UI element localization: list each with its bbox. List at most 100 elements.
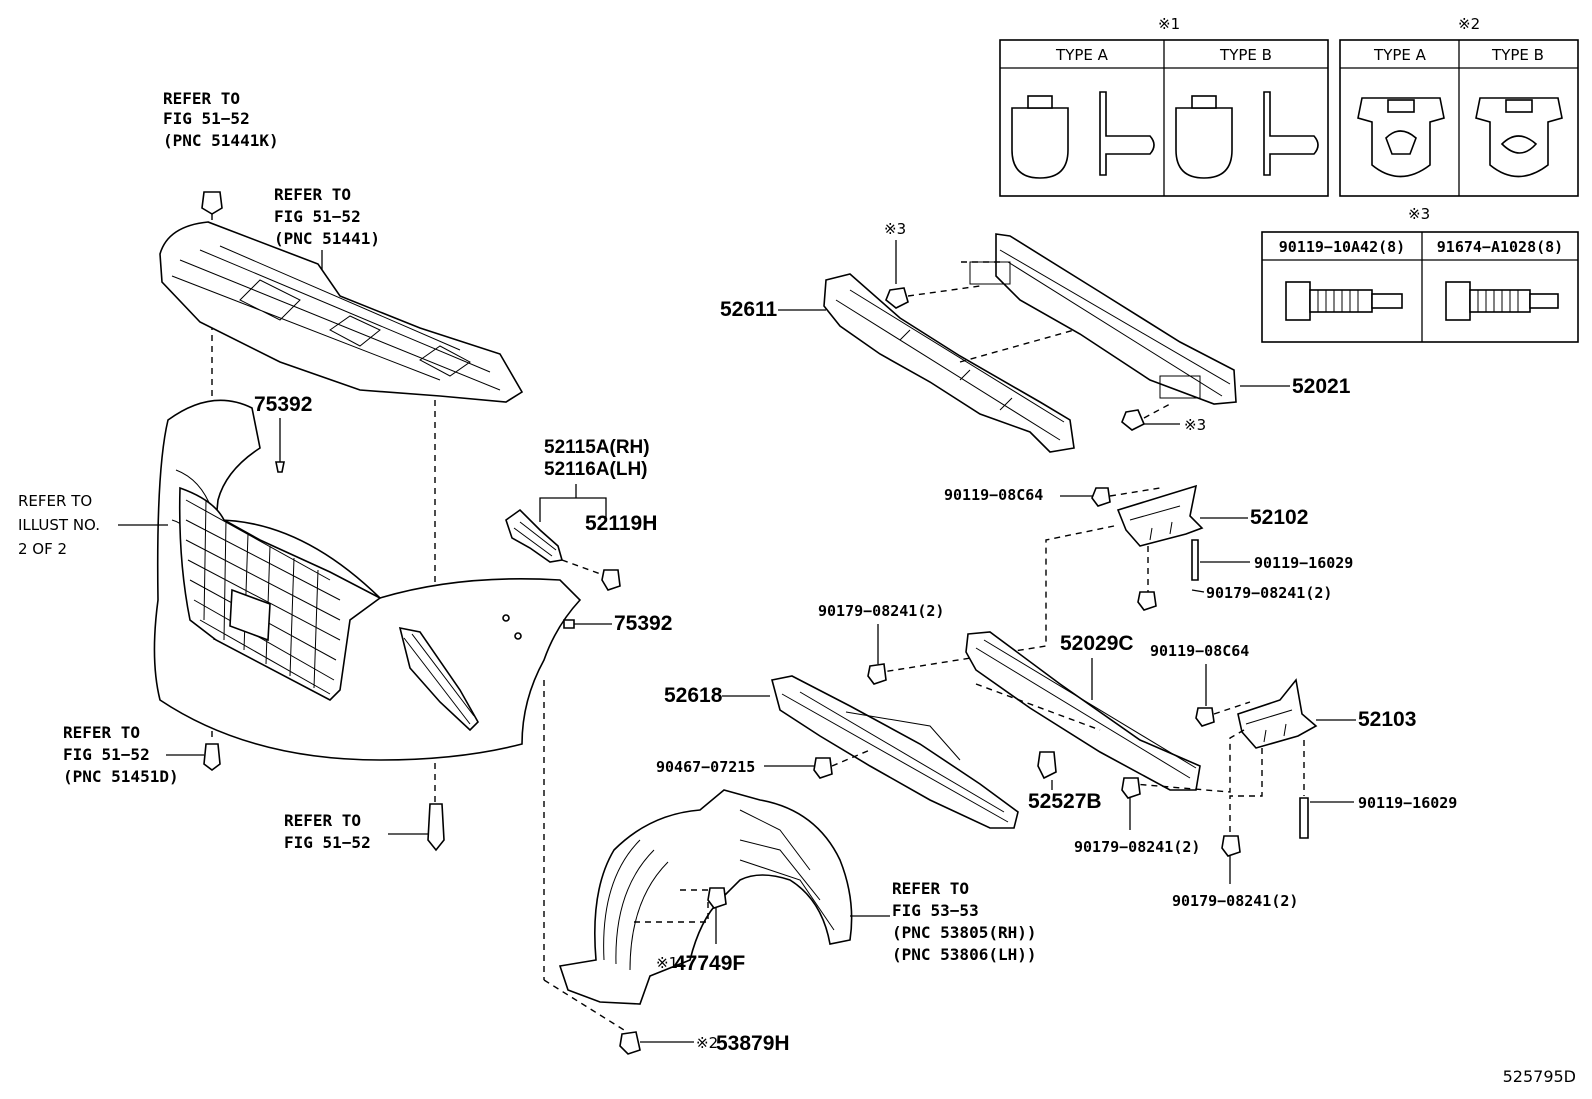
nut-90179-b-icon [867, 663, 887, 685]
part-53879h-label: 53879H [716, 1032, 790, 1055]
svg-text:REFER TO: REFER TO [18, 492, 92, 510]
part-52102-label: 52102 [1250, 506, 1308, 529]
svg-text:FIG 51−52: FIG 51−52 [163, 109, 250, 128]
grille-part [178, 486, 382, 701]
svg-text:ILLUST NO.: ILLUST NO. [18, 516, 100, 534]
svg-text:FIG 53−53: FIG 53−53 [892, 901, 979, 920]
upper-cover-part [159, 221, 524, 403]
callout-ref-51441k: REFER TO FIG 51−52 (PNC 51441K) [163, 89, 279, 150]
callout-ref-5353: REFER TO FIG 53−53 (PNC 53805(RH)) (PNC … [892, 879, 1037, 964]
part-75392-label-a: 75392 [254, 393, 312, 416]
svg-text:(PNC 51441): (PNC 51441) [274, 229, 380, 248]
svg-text:FIG 51−52: FIG 51−52 [63, 745, 150, 764]
bolt-90119-08c64-a-icon [1091, 487, 1111, 507]
nut-90179-d-icon [1221, 835, 1241, 857]
bolt-note3-top-icon [885, 287, 909, 309]
svg-text:(PNC 51451D): (PNC 51451D) [63, 767, 179, 786]
absorber-52618-part [771, 675, 1019, 829]
clip-52527b-icon [1037, 751, 1057, 780]
legend-note1-mark: ※1 [1158, 15, 1180, 33]
clip-51441k-icon [201, 191, 223, 215]
bolt-2-icon [1445, 281, 1559, 321]
clip-type-a-front-icon [1011, 107, 1069, 179]
svg-text:REFER TO: REFER TO [892, 879, 969, 898]
mark-2: ※2 [696, 1034, 718, 1052]
part-90179-a-label: 90179−08241(2) [1206, 584, 1332, 602]
legend-note1-type-a: TYPE A [1055, 46, 1109, 64]
part-52029c-label: 52029C [1060, 632, 1134, 655]
bracket-52103-part [1237, 678, 1318, 749]
legend-note2-type-b: TYPE B [1491, 46, 1544, 64]
svg-text:REFER TO: REFER TO [163, 89, 240, 108]
fog-bezel-part [398, 626, 479, 732]
svg-text:2 OF 2: 2 OF 2 [18, 540, 67, 558]
legend-note3: ※3 90119−10A42(8) 91674−A1028(8) [1261, 205, 1579, 343]
clip-51451d-icon [203, 743, 221, 771]
note3-top-mark: ※3 [884, 220, 906, 238]
bolt-90119-16029-a-icon [1191, 539, 1199, 581]
legend-note2: ※2 TYPE A TYPE B [1339, 15, 1579, 197]
legend-note2-type-a: TYPE A [1373, 46, 1427, 64]
part-52618-label: 52618 [664, 684, 723, 707]
part-52119h-label: 52119H [585, 512, 657, 535]
svg-text:(PNC 53806(LH)): (PNC 53806(LH)) [892, 945, 1037, 964]
reinforcement-52021-part [969, 233, 1237, 405]
beam-52029c-part [965, 631, 1201, 791]
bumper-cover-part [153, 399, 582, 761]
legend-note3-box [1261, 231, 1579, 343]
part-52527b-label: 52527B [1028, 790, 1102, 813]
clip-5152-icon [427, 803, 445, 852]
clip-type-a-side-icon [1099, 91, 1155, 176]
part-52116a-label: 52116A(LH) [544, 459, 648, 480]
legend-note1-type-b: TYPE B [1219, 46, 1272, 64]
svg-text:(PNC 51441K): (PNC 51441K) [163, 131, 279, 150]
bolt-1-icon [1285, 281, 1403, 321]
svg-text:(PNC 53805(RH)): (PNC 53805(RH)) [892, 923, 1037, 942]
bolt-2-code: 91674−A1028(8) [1437, 238, 1563, 256]
part-52611-label: 52611 [720, 298, 778, 321]
part-47749f-label: 47749F [674, 952, 745, 975]
clip-53879h-icon [619, 1031, 641, 1055]
part-90179-d-label: 90179−08241(2) [1172, 892, 1298, 910]
legend-note1: ※1 TYPE A TYPE B [999, 15, 1329, 197]
legend-note3-mark: ※3 [1408, 205, 1430, 223]
bolt-note3-right-icon [1121, 409, 1146, 431]
part-90119-16029-a-label: 90119−16029 [1254, 554, 1353, 572]
part-90467-label: 90467−07215 [656, 758, 755, 776]
svg-text:FIG 51−52: FIG 51−52 [284, 833, 371, 852]
bracket-52102-part [1116, 484, 1204, 547]
legend-note2-mark: ※2 [1458, 15, 1480, 33]
bolt-1-code: 90119−10A42(8) [1279, 238, 1405, 256]
part-90179-c-label: 90179−08241(2) [1074, 838, 1200, 856]
bolt-90119-08c64-b-icon [1195, 707, 1215, 727]
clip-47749f-icon [707, 887, 727, 909]
nut-90179-c-icon [1121, 777, 1141, 799]
clip-90467-icon [813, 757, 833, 779]
clip-type-b-front-icon [1175, 107, 1233, 179]
part-52021-label: 52021 [1292, 375, 1351, 398]
bracket-52115a-part [505, 508, 564, 563]
callout-ref-illust: REFER TO ILLUST NO. 2 OF 2 [18, 492, 100, 558]
part-75392-label-b: 75392 [614, 612, 672, 635]
svg-text:REFER TO: REFER TO [274, 185, 351, 204]
part-90179-b-label: 90179−08241(2) [818, 602, 944, 620]
callout-ref-51441: REFER TO FIG 51−52 (PNC 51441) [274, 185, 380, 248]
callout-ref-5152: REFER TO FIG 51−52 [284, 811, 371, 852]
part-90119-16029-b-label: 90119−16029 [1358, 794, 1457, 812]
diagram-code: 525795D [1503, 1067, 1576, 1086]
nut-90179-a-icon [1137, 591, 1157, 611]
svg-text:REFER TO: REFER TO [63, 723, 140, 742]
clip-52119h-icon [601, 569, 621, 591]
svg-text:FIG 51−52: FIG 51−52 [274, 207, 361, 226]
part-52103-label: 52103 [1358, 708, 1416, 731]
part-90119-08c64-a-label: 90119−08C64 [944, 486, 1043, 504]
part-52115a-label: 52115A(RH) [544, 437, 650, 458]
bolt-90119-16029-b-icon [1299, 797, 1309, 839]
callout-ref-51451d: REFER TO FIG 51−52 (PNC 51451D) [63, 723, 179, 786]
svg-text:REFER TO: REFER TO [284, 811, 361, 830]
part-90119-08c64-b-label: 90119−08C64 [1150, 642, 1249, 660]
absorber-52611-part [823, 273, 1075, 453]
clip-type-b-side-icon [1263, 91, 1319, 176]
note3-right-mark: ※3 [1184, 416, 1206, 434]
